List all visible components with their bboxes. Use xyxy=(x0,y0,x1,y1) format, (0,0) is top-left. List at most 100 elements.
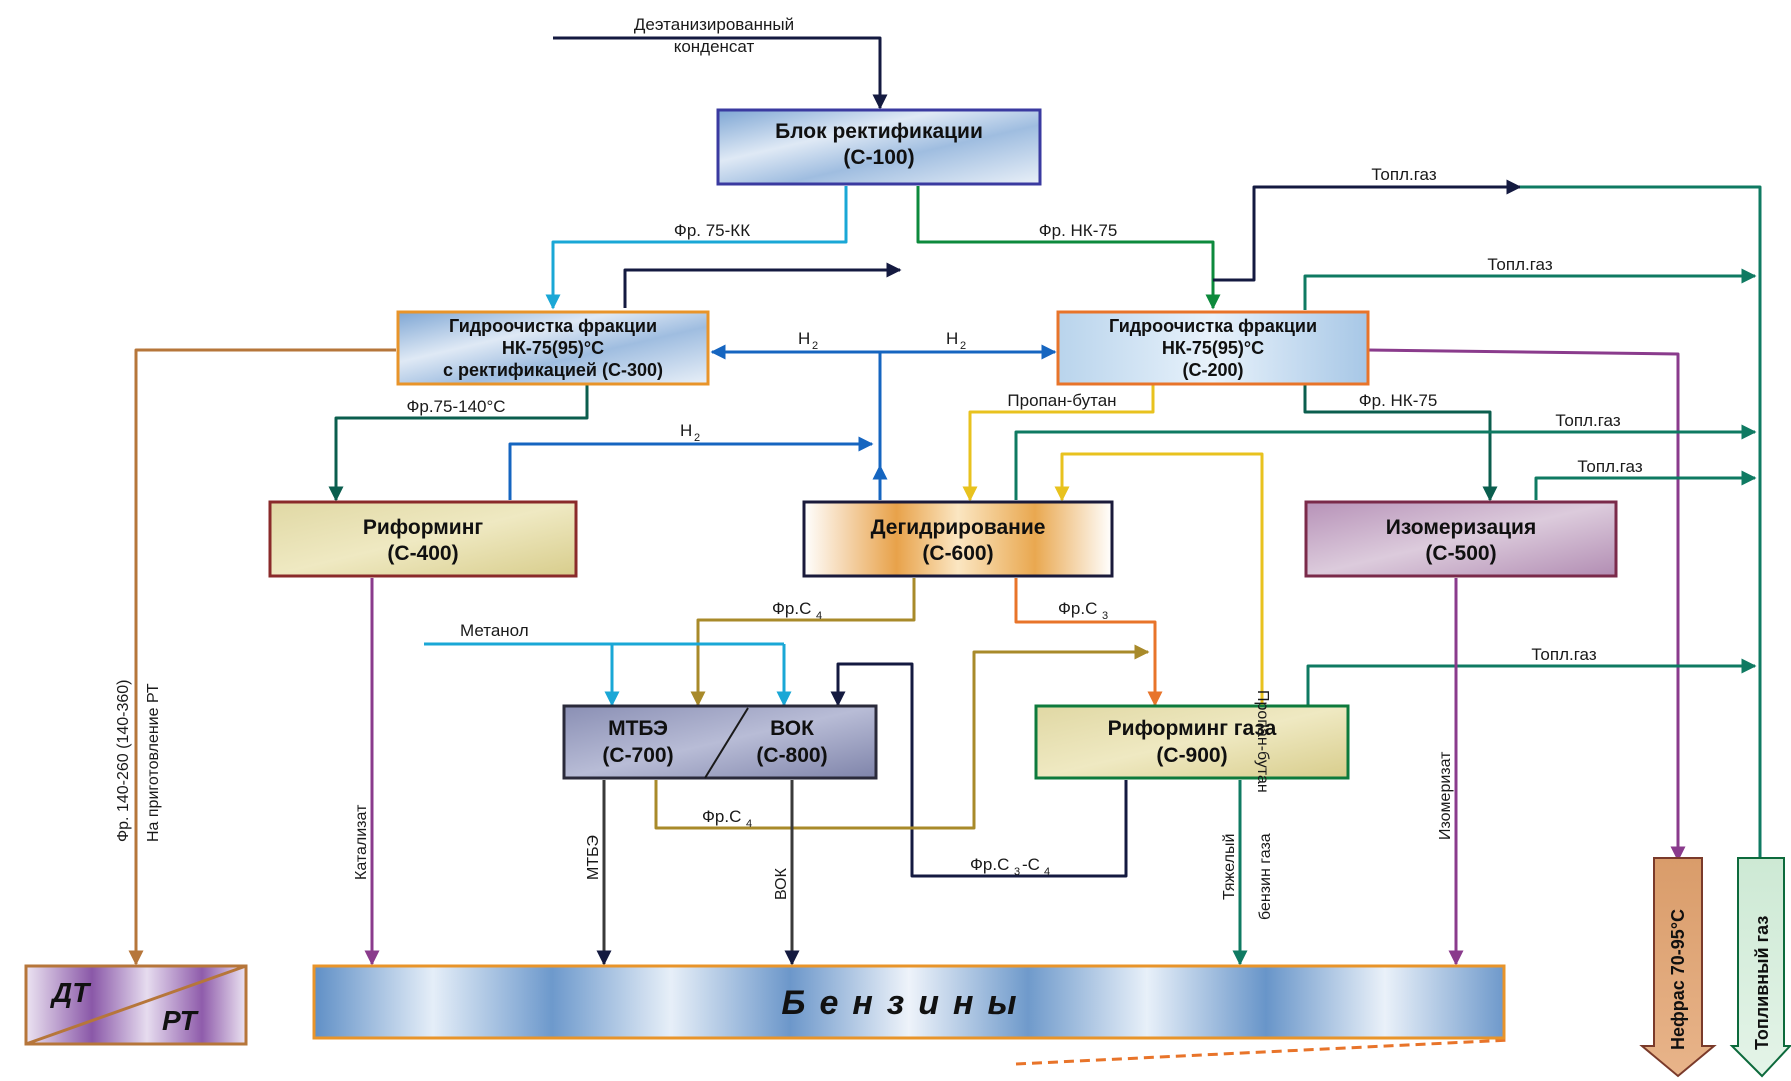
block-c700-line2: (С-700) xyxy=(602,744,673,767)
toplivny-label: Топливный газ xyxy=(1752,916,1772,1050)
block-c900[interactable]: Риформинг газа (С-900) xyxy=(1034,704,1350,780)
flow-labels: Деэтанизированный конденсат Фр. 75-КК Фр… xyxy=(115,15,1643,920)
output-toplivny-gaz[interactable]: Топливный газ xyxy=(1729,857,1791,1078)
svg-text:3: 3 xyxy=(1014,866,1020,878)
flow-frc3c4 xyxy=(830,662,1128,878)
block-c800-line1: ВОК xyxy=(770,717,814,740)
flow-fr140 xyxy=(128,348,396,966)
label-propan-butan: Пропан-бутан xyxy=(1007,391,1116,410)
output-nefras[interactable]: Нефрас 70-95°С xyxy=(1639,857,1717,1078)
label-toplgaz-1: Топл.газ xyxy=(1371,165,1436,184)
flow-frc4-mtbe xyxy=(690,578,916,707)
nefras-label: Нефрас 70-95°С xyxy=(1668,909,1688,1050)
label-mtbe-v: МТБЭ xyxy=(585,835,602,880)
label-fr75-140: Фр.75-140°С xyxy=(406,397,505,416)
label-frc4-c: Фр.С 4 xyxy=(702,807,752,830)
feed-line xyxy=(553,36,888,110)
svg-text:2: 2 xyxy=(812,340,818,352)
block-c600-line1: Дегидрирование xyxy=(871,516,1046,539)
svg-text:2: 2 xyxy=(694,432,700,444)
block-c200-line1: Гидроочистка фракции xyxy=(1109,316,1317,336)
block-c200[interactable]: Гидроочистка фракции НК-75(95)°С (С-200) xyxy=(1056,310,1370,386)
flow-c900-gas xyxy=(1306,658,1757,705)
svg-text:Н: Н xyxy=(946,329,958,348)
rt-label: РТ xyxy=(162,1005,200,1036)
output-dt-rt[interactable]: ДТ РТ xyxy=(24,964,248,1046)
label-h2-c: Н 2 xyxy=(680,421,700,444)
label-metanol: Метанол xyxy=(460,621,529,640)
svg-text:-С: -С xyxy=(1022,855,1040,874)
connectors xyxy=(128,36,1768,1066)
source-line2: конденсат xyxy=(674,37,755,56)
flow-frnk75 xyxy=(916,186,1221,310)
label-frnk75-2: Фр. НК-75 xyxy=(1359,391,1438,410)
block-divider xyxy=(704,707,749,779)
label-frc3: Фр.С 3 xyxy=(1058,599,1108,622)
label-propan-butan-v: Пропан-бутан xyxy=(1254,690,1271,793)
block-c700-c800[interactable]: МТБЭ (С-700) ВОК (С-800) xyxy=(562,704,878,780)
label-fr140-line2: На приготовление РТ xyxy=(145,683,162,842)
label-h2-b: Н 2 xyxy=(946,329,966,352)
block-c400-line2: (С-400) xyxy=(387,542,458,565)
block-c100-line2: (С-100) xyxy=(843,146,914,169)
flow-fr75kk xyxy=(545,186,848,310)
flow-h2-from-c400 xyxy=(508,436,874,500)
svg-text:2: 2 xyxy=(960,340,966,352)
block-c200-line2: НК-75(95)°С xyxy=(1162,338,1264,358)
svg-text:4: 4 xyxy=(746,818,752,830)
label-vok-v: ВОК xyxy=(773,867,790,900)
svg-text:Фр.С: Фр.С xyxy=(1058,599,1097,618)
flow-c200-nefras xyxy=(1366,348,1686,862)
flow-c500-gas xyxy=(1534,470,1757,500)
label-toplgaz-4: Топл.газ xyxy=(1577,457,1642,476)
label-fr75kk: Фр. 75-КК xyxy=(674,221,750,240)
block-c300[interactable]: Гидроочистка фракции НК-75(95)°С с ректи… xyxy=(396,310,710,386)
block-c200-line3: (С-200) xyxy=(1182,360,1243,380)
flow-fr75-140 xyxy=(328,382,589,502)
block-c900-line2: (С-900) xyxy=(1156,744,1227,767)
benziny-label: Бензины xyxy=(781,984,1030,1022)
block-c100-line1: Блок ректификации xyxy=(775,120,983,143)
label-katalizat: Катализат xyxy=(353,804,370,880)
block-c100[interactable]: Блок ректификации (С-100) xyxy=(716,108,1042,186)
block-c800-line2: (С-800) xyxy=(756,744,827,767)
label-frc4-a: Фр.С 4 xyxy=(772,599,822,622)
flow-c600-gas xyxy=(1014,424,1757,500)
block-c300-line3: с ректификацией (С-300) xyxy=(443,360,663,380)
block-c500[interactable]: Изомеризация (С-500) xyxy=(1304,500,1618,578)
svg-text:3: 3 xyxy=(1102,610,1108,622)
svg-text:Н: Н xyxy=(680,421,692,440)
block-c400[interactable]: Риформинг (С-400) xyxy=(268,500,578,578)
block-c500-line2: (С-500) xyxy=(1425,542,1496,565)
block-c900-line1: Риформинг газа xyxy=(1108,717,1277,740)
flow-c200-gas xyxy=(1303,268,1757,310)
benziny-dash xyxy=(1015,1038,1511,1066)
block-c600[interactable]: Дегидрирование (С-600) xyxy=(802,500,1114,578)
label-toplgaz-2: Топл.газ xyxy=(1487,255,1552,274)
block-c600-line2: (С-600) xyxy=(922,542,993,565)
label-toplgaz-5: Топл.газ xyxy=(1531,645,1596,664)
flow-frnk75-2 xyxy=(1303,382,1498,502)
label-toplgaz-3: Топл.газ xyxy=(1555,411,1620,430)
dt-label: ДТ xyxy=(50,977,92,1008)
output-benziny[interactable]: Бензины xyxy=(312,964,1506,1040)
svg-text:Фр.С: Фр.С xyxy=(772,599,811,618)
label-frc3c4: Фр.С 3 -С 4 xyxy=(970,855,1050,878)
block-c700-line1: МТБЭ xyxy=(608,717,668,740)
label-fr140-line1: Фр. 140-260 (140-360) xyxy=(115,680,132,843)
flow-toplgaz-top xyxy=(1213,179,1522,282)
svg-text:Фр.С: Фр.С xyxy=(970,855,1009,874)
flow-frc4-loop xyxy=(654,644,1150,830)
svg-text:Н: Н xyxy=(798,329,810,348)
flow-propan-butan-loop xyxy=(1054,452,1264,705)
svg-text:4: 4 xyxy=(816,610,822,622)
block-c300-line2: НК-75(95)°С xyxy=(502,338,604,358)
block-c400-line1: Риформинг xyxy=(363,516,484,539)
block-c300-line1: Гидроочистка фракции xyxy=(449,316,657,336)
flow-propan-butan xyxy=(962,382,1155,502)
label-frnk75: Фр. НК-75 xyxy=(1039,221,1118,240)
label-tyazh1: Тяжелый xyxy=(1221,834,1238,900)
svg-text:4: 4 xyxy=(1044,866,1050,878)
block-c500-line1: Изомеризация xyxy=(1386,516,1536,539)
